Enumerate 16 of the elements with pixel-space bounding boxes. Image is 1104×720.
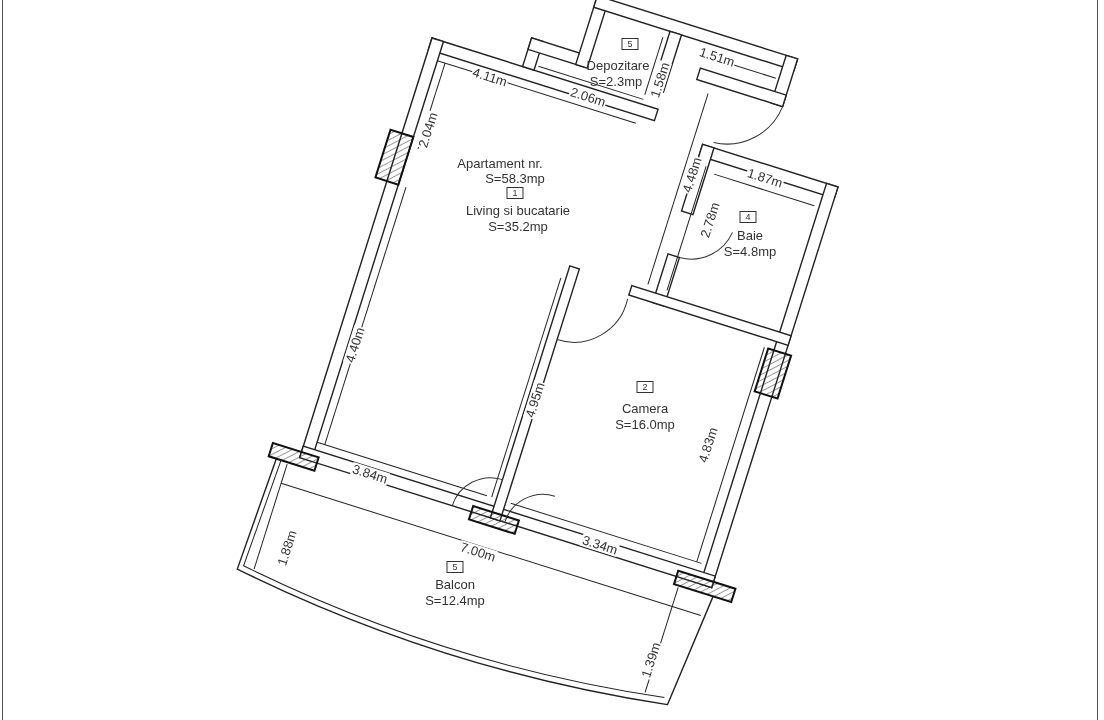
room-name: Living si bucatarie [464, 203, 572, 217]
apartment-label: S=58.3mp [485, 171, 546, 185]
room-area: S=16.0mp [614, 417, 676, 431]
room-name: Baie [736, 228, 764, 242]
room-name: Balcon [434, 577, 476, 591]
room-area: S=2.3mp [588, 74, 644, 88]
room-number: 2 [636, 381, 654, 393]
room-number: 5 [446, 561, 464, 573]
room-area: S=12.4mp [424, 593, 486, 607]
room-number: 1 [506, 187, 524, 199]
room-number: 5 [621, 38, 639, 50]
room-area: S=35.2mp [487, 219, 549, 233]
room-area: S=4.8mp [722, 244, 778, 258]
room-name: Camera [620, 401, 670, 415]
room-number: 4 [739, 211, 757, 223]
apartment-label: Apartament nr. [456, 156, 544, 170]
